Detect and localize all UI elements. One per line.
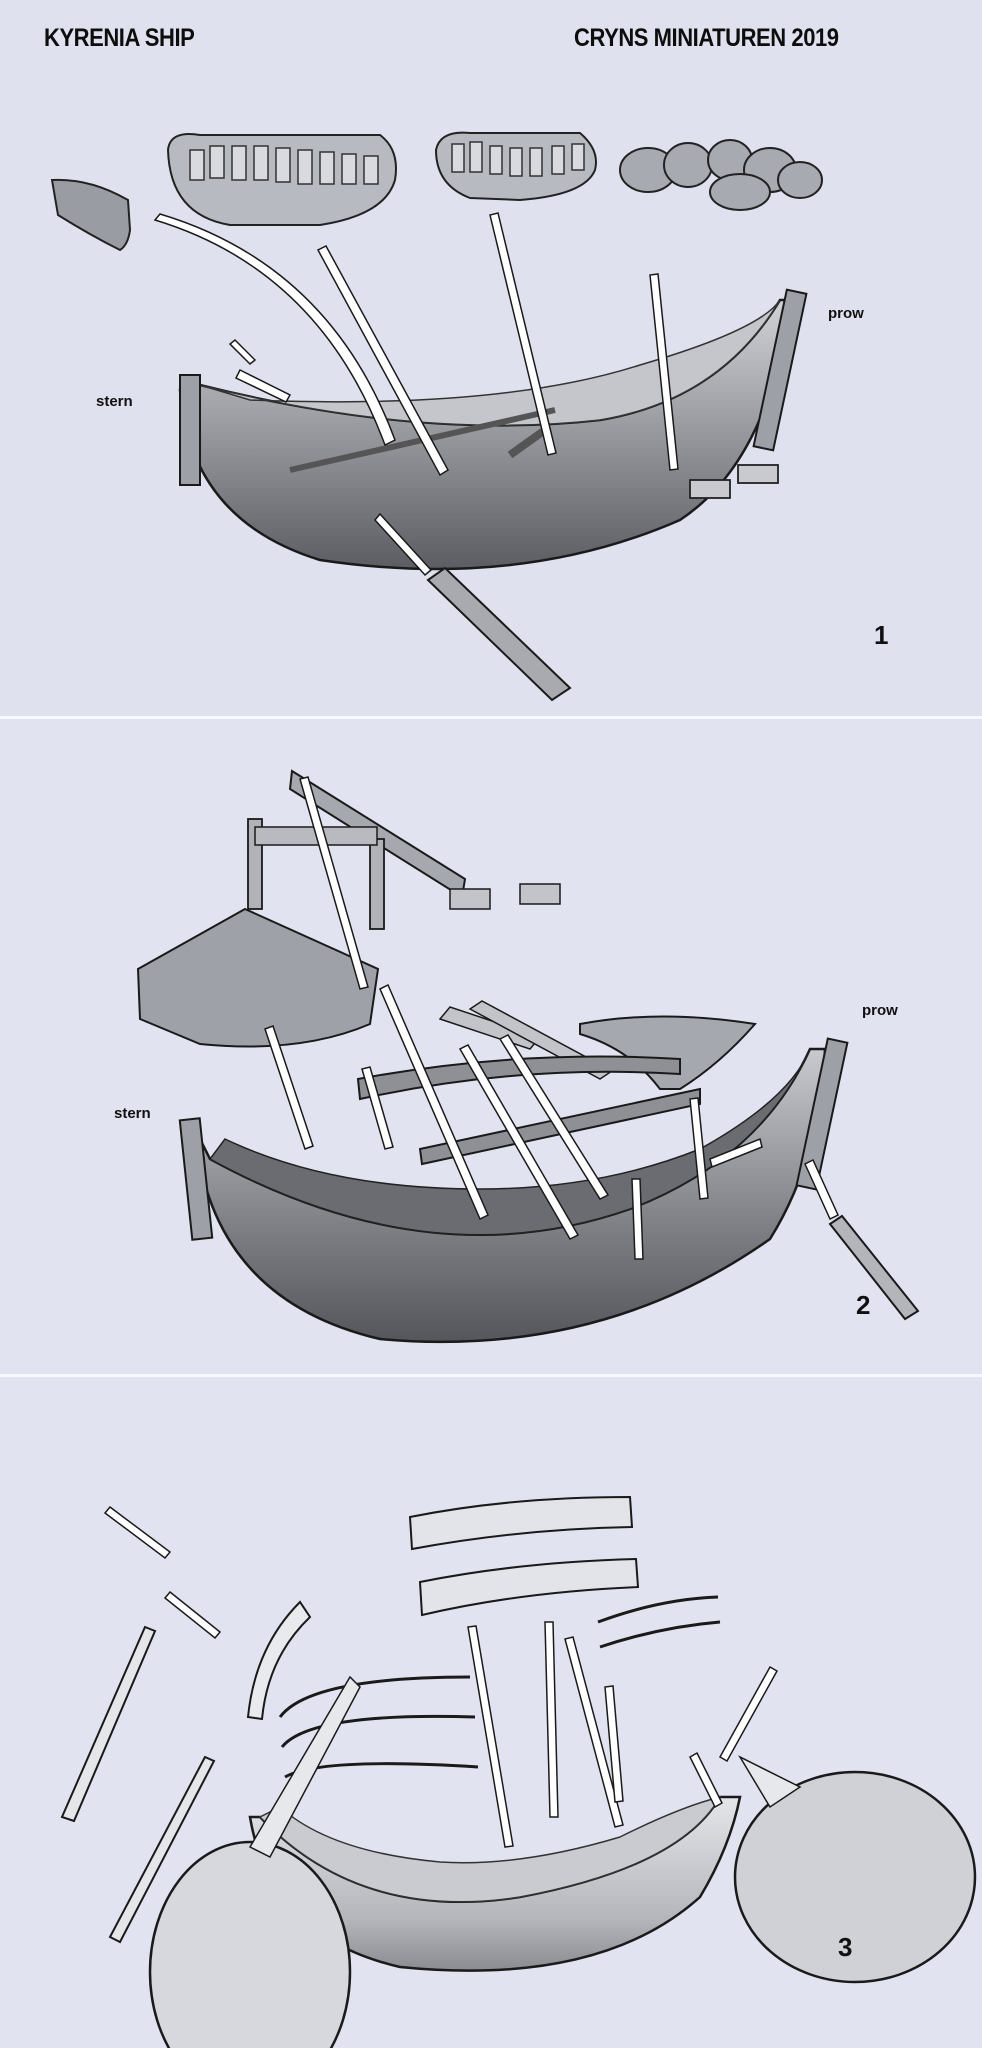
step-2-illustration [136,769,920,1344]
prow-oar-part [828,1214,920,1321]
step-3-illustration [60,1495,977,2048]
prow-railing-part [597,1595,721,1649]
panel-divider-1 [0,716,982,719]
step-number-2: 2 [856,1290,871,1320]
step-number-3: 3 [838,1932,853,1962]
hull-step-1 [178,288,808,571]
steering-oars-part [60,1625,216,1944]
detail-circle-pin-holes [733,1755,977,1984]
yard-sails-part [408,1495,640,1617]
assembly-step-2-panel: stern prow 2 [0,719,982,1374]
steering-oar-part [426,566,572,702]
prow-deck-part [579,1015,757,1090]
step-number-1: 1 [874,620,889,650]
hull-step-2 [178,1037,849,1344]
amphora-cargo-small-part [434,131,597,202]
assembly-step-1-panel: stern prow 1 [0,0,982,716]
prow-label: prow [828,305,864,322]
prow-label: prow [862,1002,898,1019]
title-kyrenia-ship: KYRENIA SHIP [44,24,195,52]
stern-label: stern [114,1105,151,1122]
beam-support-parts [689,464,779,499]
assembly-arrows-step-1 [153,212,679,577]
hull-step-3 [248,1795,742,1972]
sack-cargo-part [619,139,823,211]
rudder-blade-part [50,178,132,252]
amphora-cargo-large-part [166,133,397,226]
assembly-step-3-panel: 3 [0,1377,982,2048]
assembly-arrows-step-2 [264,776,839,1260]
assembly-arrows-step-3 [103,1505,779,1848]
title-cryns-miniaturen: CRYNS MINIATUREN 2019 [574,24,839,52]
stern-label: stern [96,393,133,410]
detail-circle-oar-mount [148,1675,361,2048]
side-rail-part [246,1600,312,1721]
panel-divider-2 [0,1374,982,1377]
step-1-illustration [50,131,823,702]
